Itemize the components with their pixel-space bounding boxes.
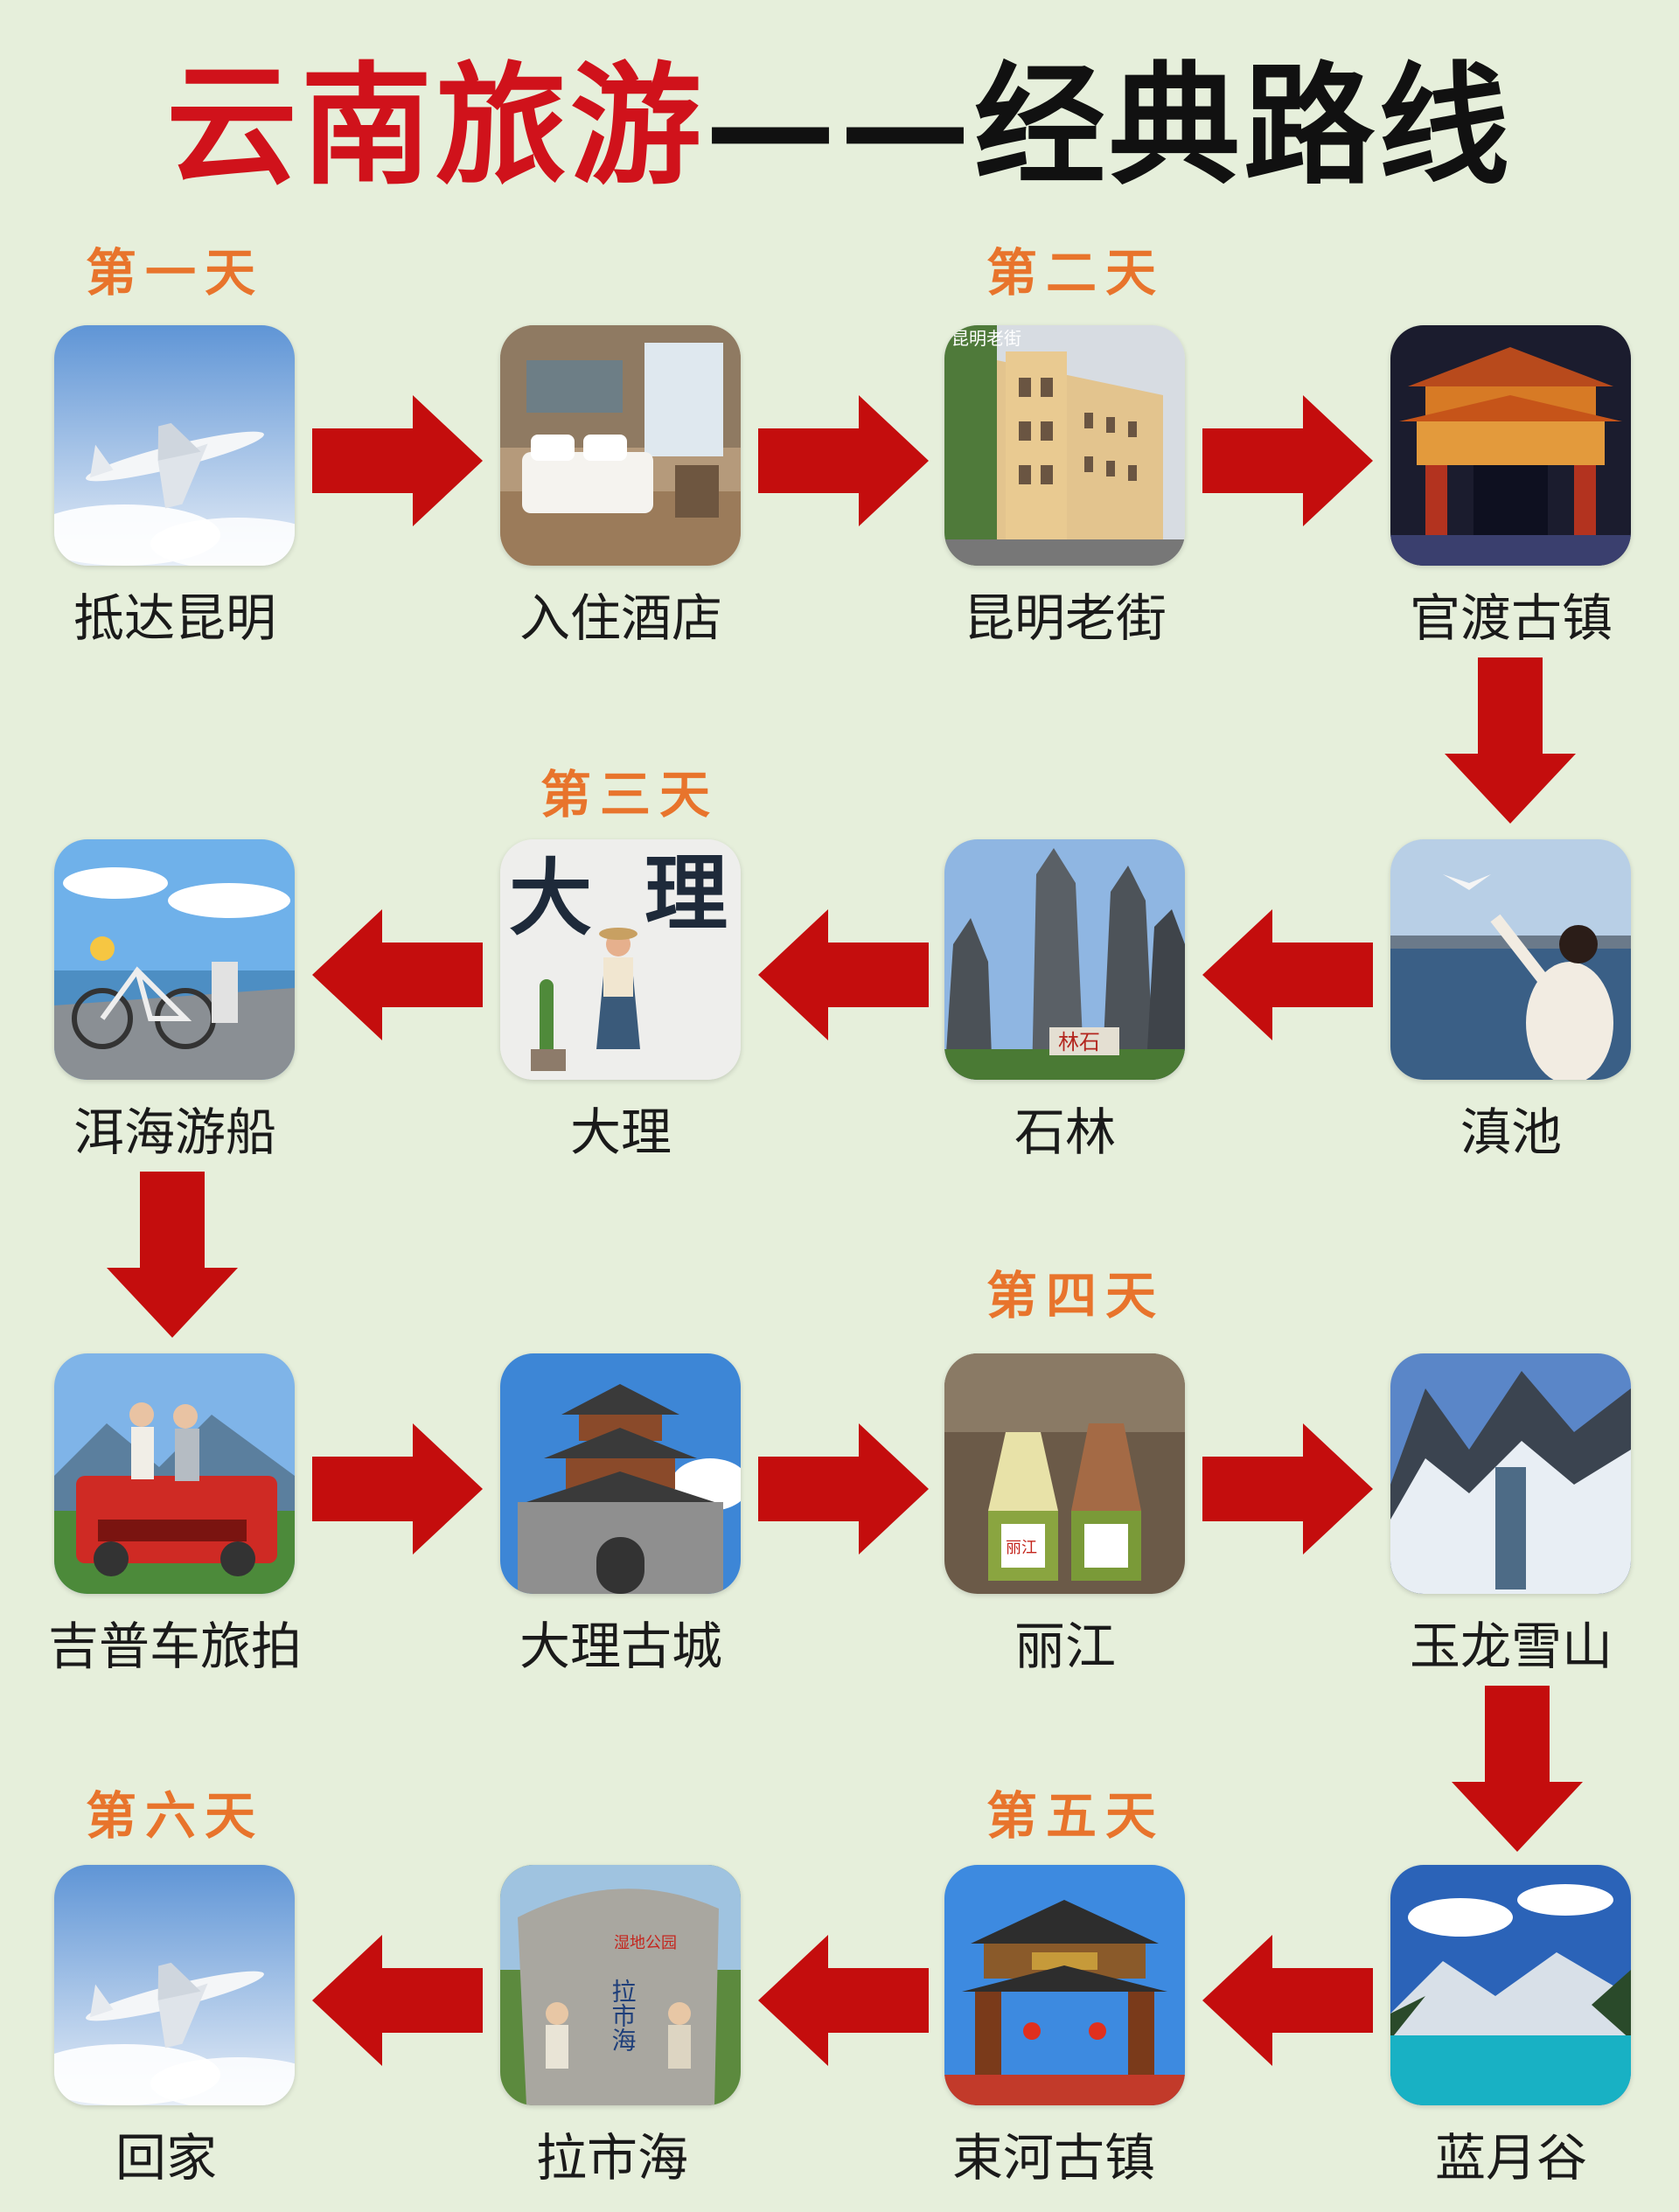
lashihai-stone-photo: 湿地公园 拉市海 — [500, 1865, 741, 2105]
lashihai-park-text: 湿地公园 — [614, 1934, 677, 1952]
stop-label: 石林 — [1014, 1103, 1116, 1162]
page-title: 云南旅游——经典路线 — [0, 52, 1679, 201]
stone-forest-photo: 林石 — [944, 839, 1185, 1080]
day-5-label: 第五天 — [986, 1786, 1165, 1846]
arrow-left-icon — [1202, 909, 1373, 1040]
dali-wall-photo: 大 理 — [500, 839, 741, 1080]
ice-cream-photo: 丽江 — [944, 1353, 1185, 1594]
stop-label: 丽江 — [1014, 1617, 1116, 1676]
arrow-left-icon — [758, 909, 929, 1040]
stop-label: 吉普车旅拍 — [47, 1617, 302, 1676]
day-3-label: 第三天 — [540, 765, 719, 824]
arrow-right-icon — [312, 395, 483, 526]
stop-label: 滇池 — [1460, 1103, 1562, 1162]
arrow-down-icon — [107, 1172, 238, 1338]
guandu-gate-photo — [1390, 325, 1631, 566]
stop-label: 玉龙雪山 — [1409, 1617, 1613, 1676]
snow-mountain-photo — [1390, 1353, 1631, 1594]
shuhe-gate-photo — [944, 1865, 1185, 2105]
hotel-room-photo — [500, 325, 741, 566]
stop-label: 蓝月谷 — [1434, 2128, 1587, 2188]
blue-moon-valley-photo — [1390, 1865, 1631, 2105]
old-street-sign: 昆明老街 — [951, 328, 1021, 349]
day-2-label: 第二天 — [986, 243, 1165, 303]
erhai-bicycle-photo — [54, 839, 295, 1080]
dali-wall-char-1: 大 — [509, 851, 592, 947]
arrow-right-icon — [1202, 1423, 1373, 1555]
stop-label: 大理古城 — [519, 1617, 722, 1676]
dianchi-lake-photo — [1390, 839, 1631, 1080]
lashihai-name-text: 拉市海 — [609, 1979, 637, 2052]
stop-label: 束河古镇 — [951, 2128, 1155, 2188]
day-6-label: 第六天 — [85, 1786, 264, 1846]
arrow-down-icon — [1452, 1686, 1583, 1852]
stop-label: 回家 — [115, 2128, 217, 2188]
old-street-photo: 昆明老街 — [944, 325, 1185, 566]
stop-label: 入住酒店 — [519, 588, 722, 648]
title-sub: ——经典路线 — [705, 51, 1514, 203]
arrow-right-icon — [758, 395, 929, 526]
stop-label: 昆明老街 — [963, 588, 1167, 648]
title-main: 云南旅游 — [165, 51, 705, 203]
arrow-left-icon — [758, 1935, 929, 2066]
dali-tower-photo — [500, 1353, 741, 1594]
arrow-down-icon — [1445, 657, 1576, 824]
arrow-left-icon — [1202, 1935, 1373, 2066]
airplane-photo — [54, 325, 295, 566]
stone-forest-sign: 林石 — [1058, 1030, 1100, 1054]
stop-label: 大理 — [569, 1103, 672, 1162]
arrow-right-icon — [758, 1423, 929, 1555]
stop-label: 抵达昆明 — [73, 588, 276, 648]
airplane-photo — [54, 1865, 295, 2105]
day-1-label: 第一天 — [85, 243, 264, 303]
arrow-left-icon — [312, 909, 483, 1040]
stop-label: 拉市海 — [535, 2128, 688, 2188]
arrow-right-icon — [312, 1423, 483, 1555]
dali-wall-char-2: 理 — [644, 846, 728, 943]
jeep-photo — [54, 1353, 295, 1594]
stop-label: 洱海游船 — [73, 1103, 276, 1162]
lijiang-cup-text: 丽江 — [1006, 1539, 1037, 1557]
arrow-left-icon — [312, 1935, 483, 2066]
day-4-label: 第四天 — [986, 1266, 1165, 1325]
arrow-right-icon — [1202, 395, 1373, 526]
stop-label: 官渡古镇 — [1409, 588, 1613, 648]
